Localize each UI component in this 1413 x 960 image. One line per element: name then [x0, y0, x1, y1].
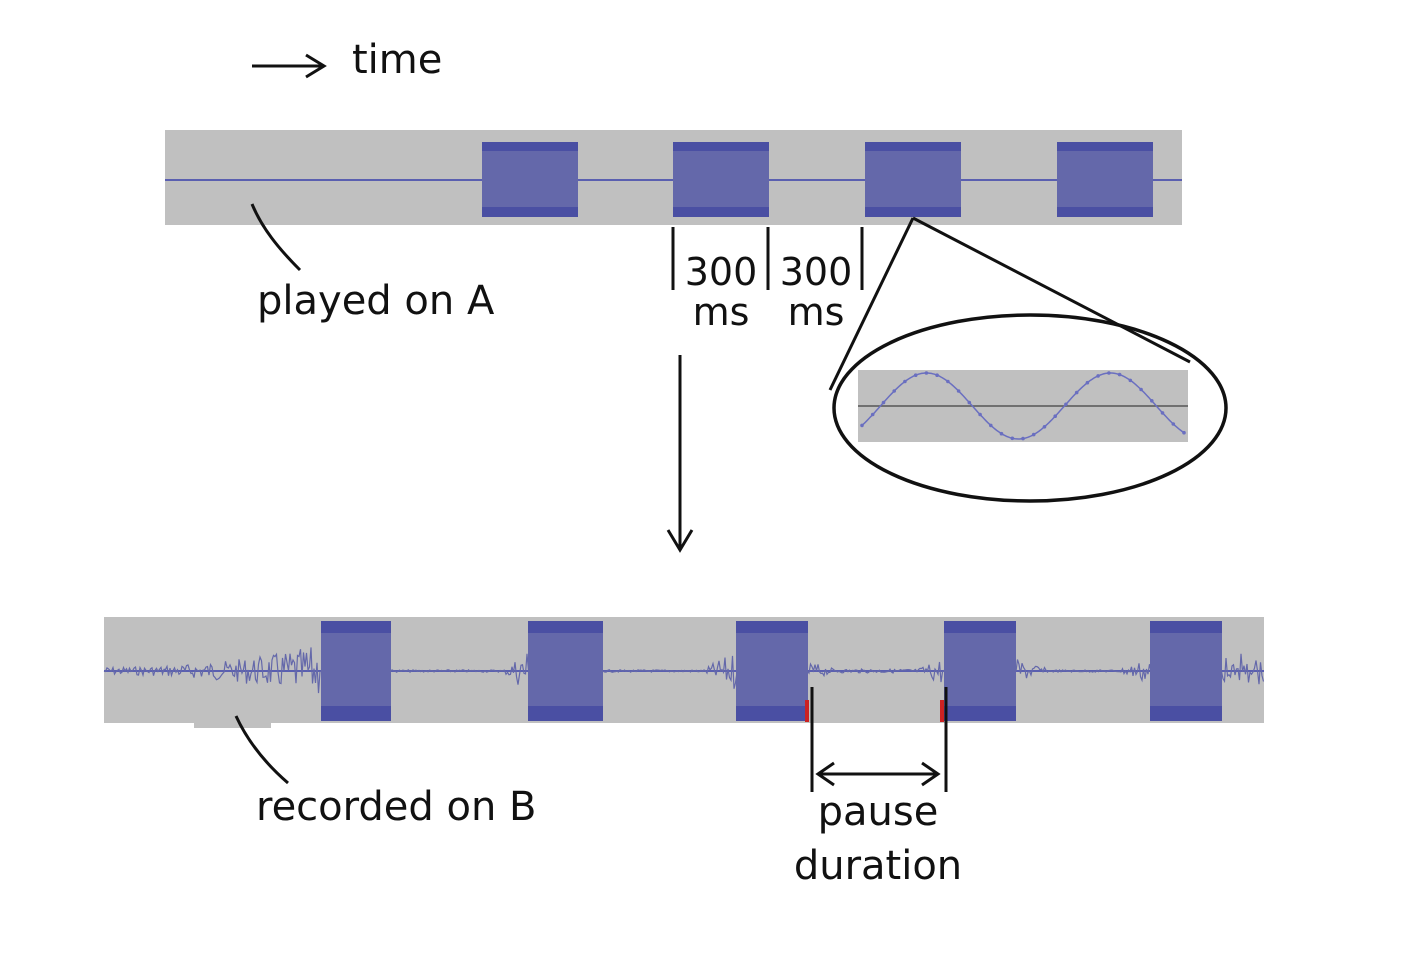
- sine-sample-dot: [1182, 430, 1186, 435]
- recorded-noise: [103, 647, 1265, 694]
- sine-sample-dot: [989, 423, 993, 428]
- interval-1-value: 300: [684, 250, 758, 294]
- interval-2-unit: ms: [787, 290, 845, 334]
- zoom-callout-lines: [828, 216, 1191, 391]
- zoom-ellipse: [832, 313, 1228, 503]
- recorded-burst-b5: [1150, 621, 1222, 721]
- pause-label-line2: duration: [793, 843, 963, 889]
- recorded-label-leader: [234, 715, 289, 785]
- track-played-on-a: [165, 130, 1182, 225]
- played-label-leader: [250, 203, 302, 272]
- pause-duration-marker: [810, 687, 948, 792]
- time-arrow: [252, 53, 327, 79]
- recorded-burst-b1: [321, 621, 391, 721]
- sine-sample-dot: [870, 412, 875, 417]
- tone-burst-a4: [1057, 142, 1153, 217]
- time-label: time: [352, 37, 443, 83]
- sine-sample-dot: [1150, 399, 1154, 403]
- tone-burst-a3: [865, 142, 961, 217]
- sine-sample-dot: [978, 412, 982, 417]
- sine-sample-dot: [1085, 380, 1090, 385]
- recorded-burst-b4: [944, 621, 1016, 721]
- tone-burst-a1: [482, 142, 578, 217]
- sine-sample-dot: [903, 379, 907, 384]
- sine-sample-dot: [1139, 387, 1143, 392]
- sine-sample-dot: [967, 400, 972, 405]
- sine-sample-dot: [1010, 436, 1015, 441]
- track-b-tab: [194, 718, 271, 728]
- recorded-burst-b3: [736, 621, 808, 721]
- sine-sample-dot: [1053, 414, 1057, 419]
- interval-ticks: [671, 227, 864, 290]
- sine-sample-dot: [860, 423, 864, 428]
- sine-sample-dot: [892, 389, 896, 393]
- sine-sample-dot: [1031, 432, 1036, 437]
- sine-sample-dot: [1074, 390, 1079, 395]
- recorded-burst-b2: [528, 621, 603, 721]
- sine-sample-dot: [999, 431, 1004, 436]
- sine-sample-dot: [881, 400, 886, 405]
- onset-marker-1: [805, 700, 809, 722]
- sine-samples: [860, 371, 1186, 441]
- sine-sample-dot: [1096, 374, 1100, 378]
- sine-sample-dot: [1064, 402, 1068, 407]
- tone-burst-a2: [673, 142, 769, 217]
- interval-1-unit: ms: [692, 290, 750, 334]
- sine-sample-dot: [1128, 378, 1133, 383]
- played-on-a-label: played on A: [257, 278, 495, 324]
- sine-sample-dot: [913, 373, 918, 378]
- track-recorded-on-b: [103, 617, 1265, 728]
- zoom-inset: [832, 313, 1228, 503]
- sine-sample-dot: [1171, 422, 1176, 426]
- pause-label-line1: pause: [817, 789, 939, 835]
- sine-sample-dot: [1117, 372, 1122, 377]
- recorded-on-b-label: recorded on B: [256, 784, 537, 830]
- sine-sample-dot: [935, 373, 939, 378]
- sine-sample-dot: [1107, 371, 1111, 375]
- interval-2-value: 300: [779, 250, 853, 294]
- sine-sample-dot: [924, 371, 929, 375]
- down-arrow: [666, 355, 694, 553]
- sine-sample-dot: [1160, 411, 1165, 415]
- sine-sample-dot: [1042, 425, 1047, 429]
- sine-sample-dot: [1021, 436, 1025, 441]
- sine-sample-dot: [946, 379, 950, 384]
- sine-sample-dot: [956, 389, 961, 393]
- onset-marker-2: [940, 700, 944, 722]
